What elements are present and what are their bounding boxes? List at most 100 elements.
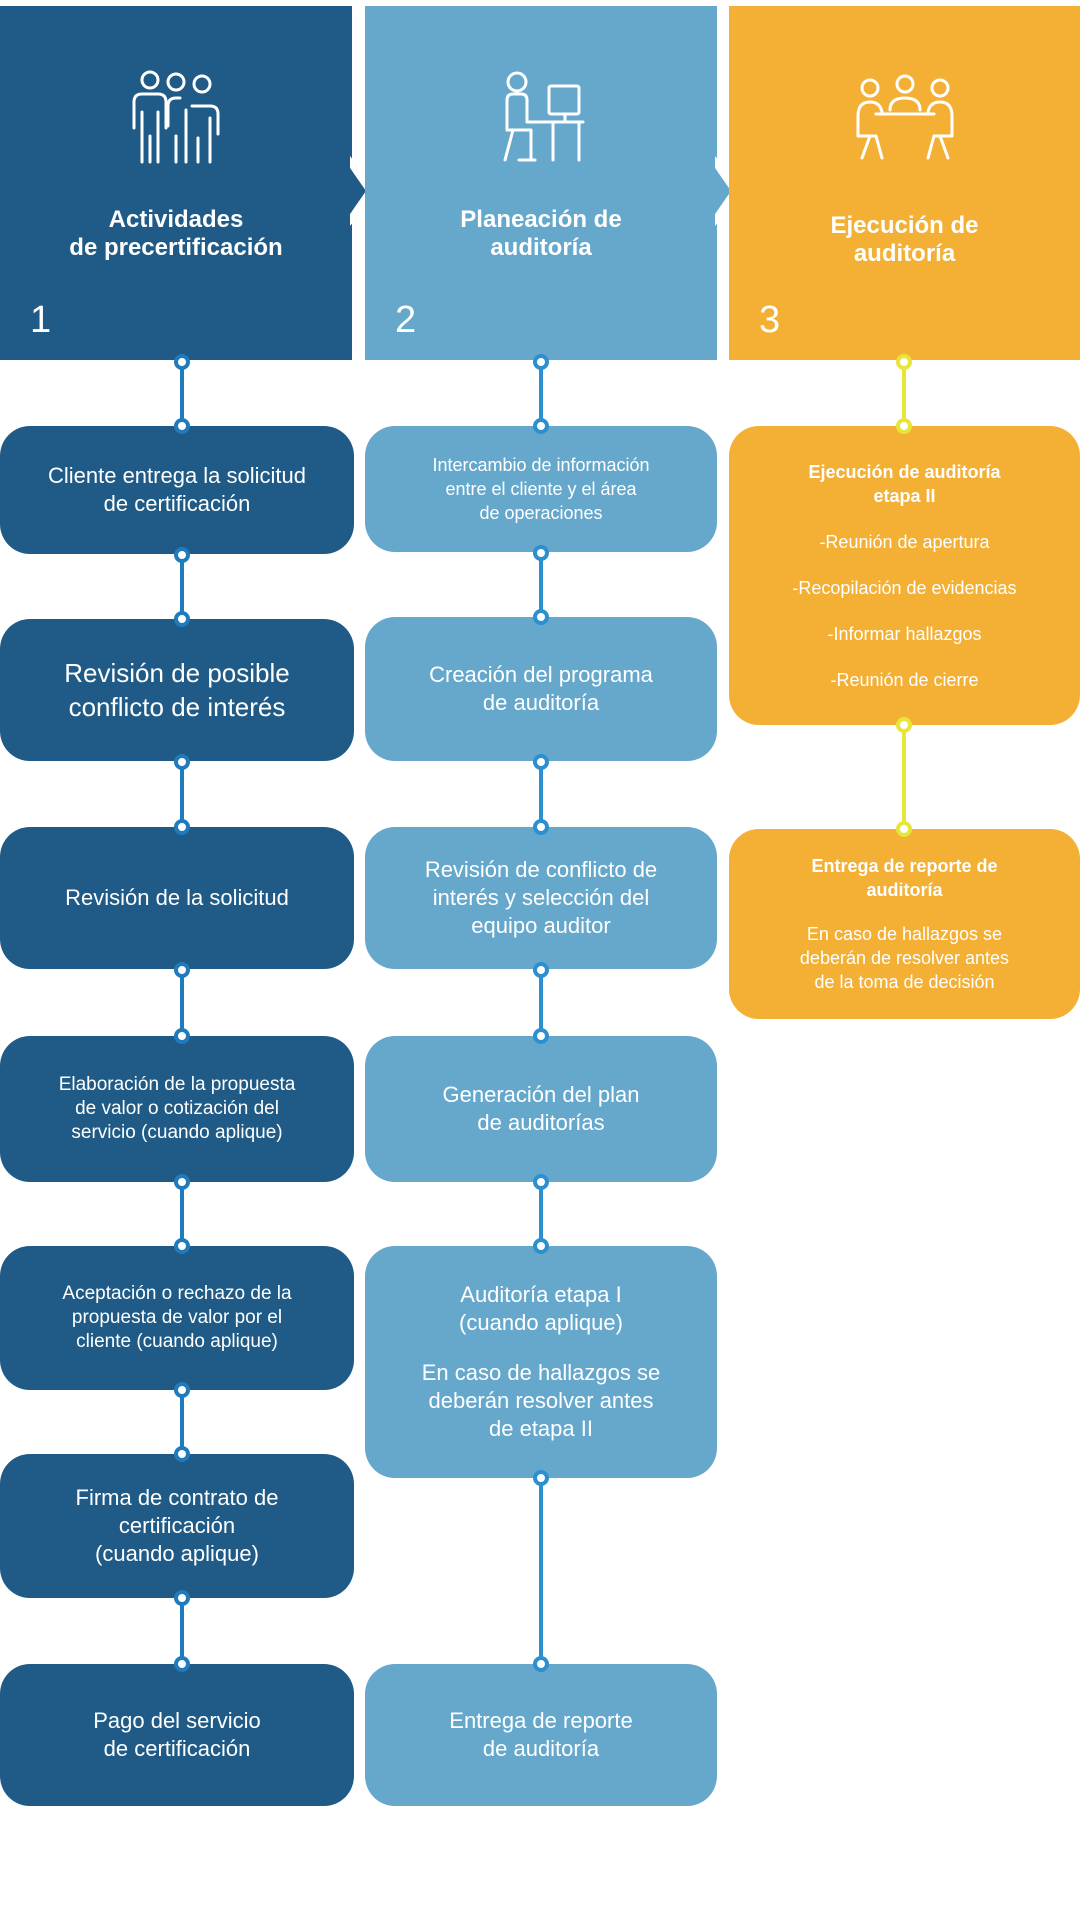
step-text: certificación xyxy=(118,1513,236,1538)
step-text: Cliente entrega la solicitud xyxy=(47,463,307,488)
step-card: Creación del programa de auditoría xyxy=(365,617,717,761)
column-title: Actividades de precertificación xyxy=(0,206,352,262)
step-text: Creación del programa xyxy=(429,662,653,687)
column-title: Planeación de auditoría xyxy=(365,206,717,262)
step-card: Auditoría etapa I (cuando aplique) En ca… xyxy=(365,1246,717,1478)
connector-dot xyxy=(174,1174,190,1190)
step-number: 3 xyxy=(759,299,781,341)
connector-dot xyxy=(533,1174,549,1190)
step-title: Entrega de reporte de xyxy=(811,856,998,876)
step-note: de la toma de decisión xyxy=(814,972,995,992)
step-text: equipo auditor xyxy=(471,913,611,938)
connector-dot xyxy=(533,754,549,770)
connector-line xyxy=(180,1182,184,1246)
connector-line xyxy=(539,970,543,1034)
connector-dot xyxy=(533,418,549,434)
connector-line xyxy=(902,725,906,829)
step-text: servicio (cuando aplique) xyxy=(71,1122,283,1143)
column-title-line: Planeación de xyxy=(460,206,622,233)
step-text: cliente (cuando aplique) xyxy=(76,1331,278,1352)
connector-line xyxy=(539,762,543,826)
column-title-line: de precertificación xyxy=(69,234,283,261)
step-card: Pago del servicio de certificación xyxy=(0,1664,354,1806)
meeting-table-icon xyxy=(856,74,953,160)
step-text: de operaciones xyxy=(479,503,603,523)
connector-dot xyxy=(533,1238,549,1254)
connector-dot xyxy=(174,1382,190,1398)
connector-dot xyxy=(174,1656,190,1672)
step-text: de auditoría xyxy=(482,690,600,715)
step-list-item: -Informar hallazgos xyxy=(827,623,982,644)
step-text: propuesta de valor por el xyxy=(71,1307,283,1328)
step-text: Firma de contrato de xyxy=(75,1485,279,1510)
chevron-right-icon xyxy=(715,156,743,226)
connector-line xyxy=(539,1182,543,1246)
step-number: 1 xyxy=(30,299,52,341)
step-title: Auditoría etapa I xyxy=(460,1282,622,1307)
connector-dot xyxy=(174,754,190,770)
step-text: Pago del servicio xyxy=(93,1708,261,1733)
step-text: Revisión de la solicitud xyxy=(65,885,289,910)
step-note: de etapa II xyxy=(489,1416,593,1441)
step-card: Intercambio de información entre el clie… xyxy=(365,426,717,552)
step-text: (cuando aplique) xyxy=(95,1541,259,1566)
step-card: Generación del plan de auditorías xyxy=(365,1036,717,1182)
connector-line xyxy=(180,1598,184,1662)
connector-dot xyxy=(533,354,549,370)
step-list-item: -Reunión de cierre xyxy=(830,669,979,690)
step-text: (cuando aplique) xyxy=(459,1310,623,1335)
connector-dot xyxy=(896,717,912,733)
connector-dot xyxy=(533,545,549,561)
chevron-right-icon xyxy=(350,156,378,226)
step-text: de certificación xyxy=(103,1736,251,1761)
connector-dot xyxy=(896,354,912,370)
step-text: conflicto de interés xyxy=(68,692,286,722)
connector-line xyxy=(539,362,543,426)
step-card: Entrega de reporte de auditoría xyxy=(365,1664,717,1806)
step-card: Revisión de conflicto de interés y selec… xyxy=(365,827,717,969)
step-text: de certificación xyxy=(103,491,251,516)
column-title-line: Ejecución de xyxy=(830,212,979,239)
step-card: Aceptación o rechazo de la propuesta de … xyxy=(0,1246,354,1390)
step-note: En caso de hallazgos se xyxy=(806,924,1003,944)
step-text: Revisión de conflicto de xyxy=(424,857,658,882)
connector-line xyxy=(180,1390,184,1454)
connector-dot xyxy=(174,1238,190,1254)
connector-dot xyxy=(533,1470,549,1486)
step-note: En caso de hallazgos se xyxy=(421,1360,661,1385)
connector-dot xyxy=(174,1590,190,1606)
connector-dot xyxy=(533,1656,549,1672)
connector-line xyxy=(180,970,184,1034)
column-header-execution: Ejecución de auditoría 3 xyxy=(729,6,1080,360)
connector-dot xyxy=(174,962,190,978)
person-at-computer-icon xyxy=(503,71,585,162)
connector-dot xyxy=(174,1446,190,1462)
step-text: de valor o cotización del xyxy=(75,1098,279,1119)
step-title: etapa II xyxy=(873,485,936,506)
step-text: interés y selección del xyxy=(432,885,650,910)
step-note: deberán de resolver antes xyxy=(799,948,1010,968)
step-card: Cliente entrega la solicitud de certific… xyxy=(0,426,354,554)
step-number: 2 xyxy=(395,299,417,341)
column-title-line: auditoría xyxy=(853,240,956,267)
column-title: Ejecución de auditoría xyxy=(729,212,1080,268)
column-title-line: Actividades xyxy=(108,206,244,233)
connector-dot xyxy=(533,962,549,978)
step-card: Entrega de reporte de auditoría En caso … xyxy=(729,829,1080,1019)
step-title: Ejecución de auditoría xyxy=(808,461,1001,482)
step-text: Aceptación o rechazo de la xyxy=(62,1283,292,1304)
step-text: de auditoría xyxy=(482,1736,600,1761)
connector-dot xyxy=(896,821,912,837)
step-text: de auditorías xyxy=(477,1110,605,1135)
step-note: deberán resolver antes xyxy=(428,1388,654,1413)
people-group-icon xyxy=(132,70,220,164)
step-card: Elaboración de la propuesta de valor o c… xyxy=(0,1036,354,1182)
step-list-item: -Recopilación de evidencias xyxy=(792,577,1017,598)
connector-line xyxy=(902,362,906,426)
connector-line xyxy=(539,1478,543,1664)
connector-line xyxy=(180,555,184,619)
step-text: entre el cliente y el área xyxy=(445,479,637,499)
connector-dot xyxy=(533,609,549,625)
step-card: Revisión de posible conflicto de interés xyxy=(0,619,354,761)
step-text: Entrega de reporte xyxy=(449,1708,633,1733)
